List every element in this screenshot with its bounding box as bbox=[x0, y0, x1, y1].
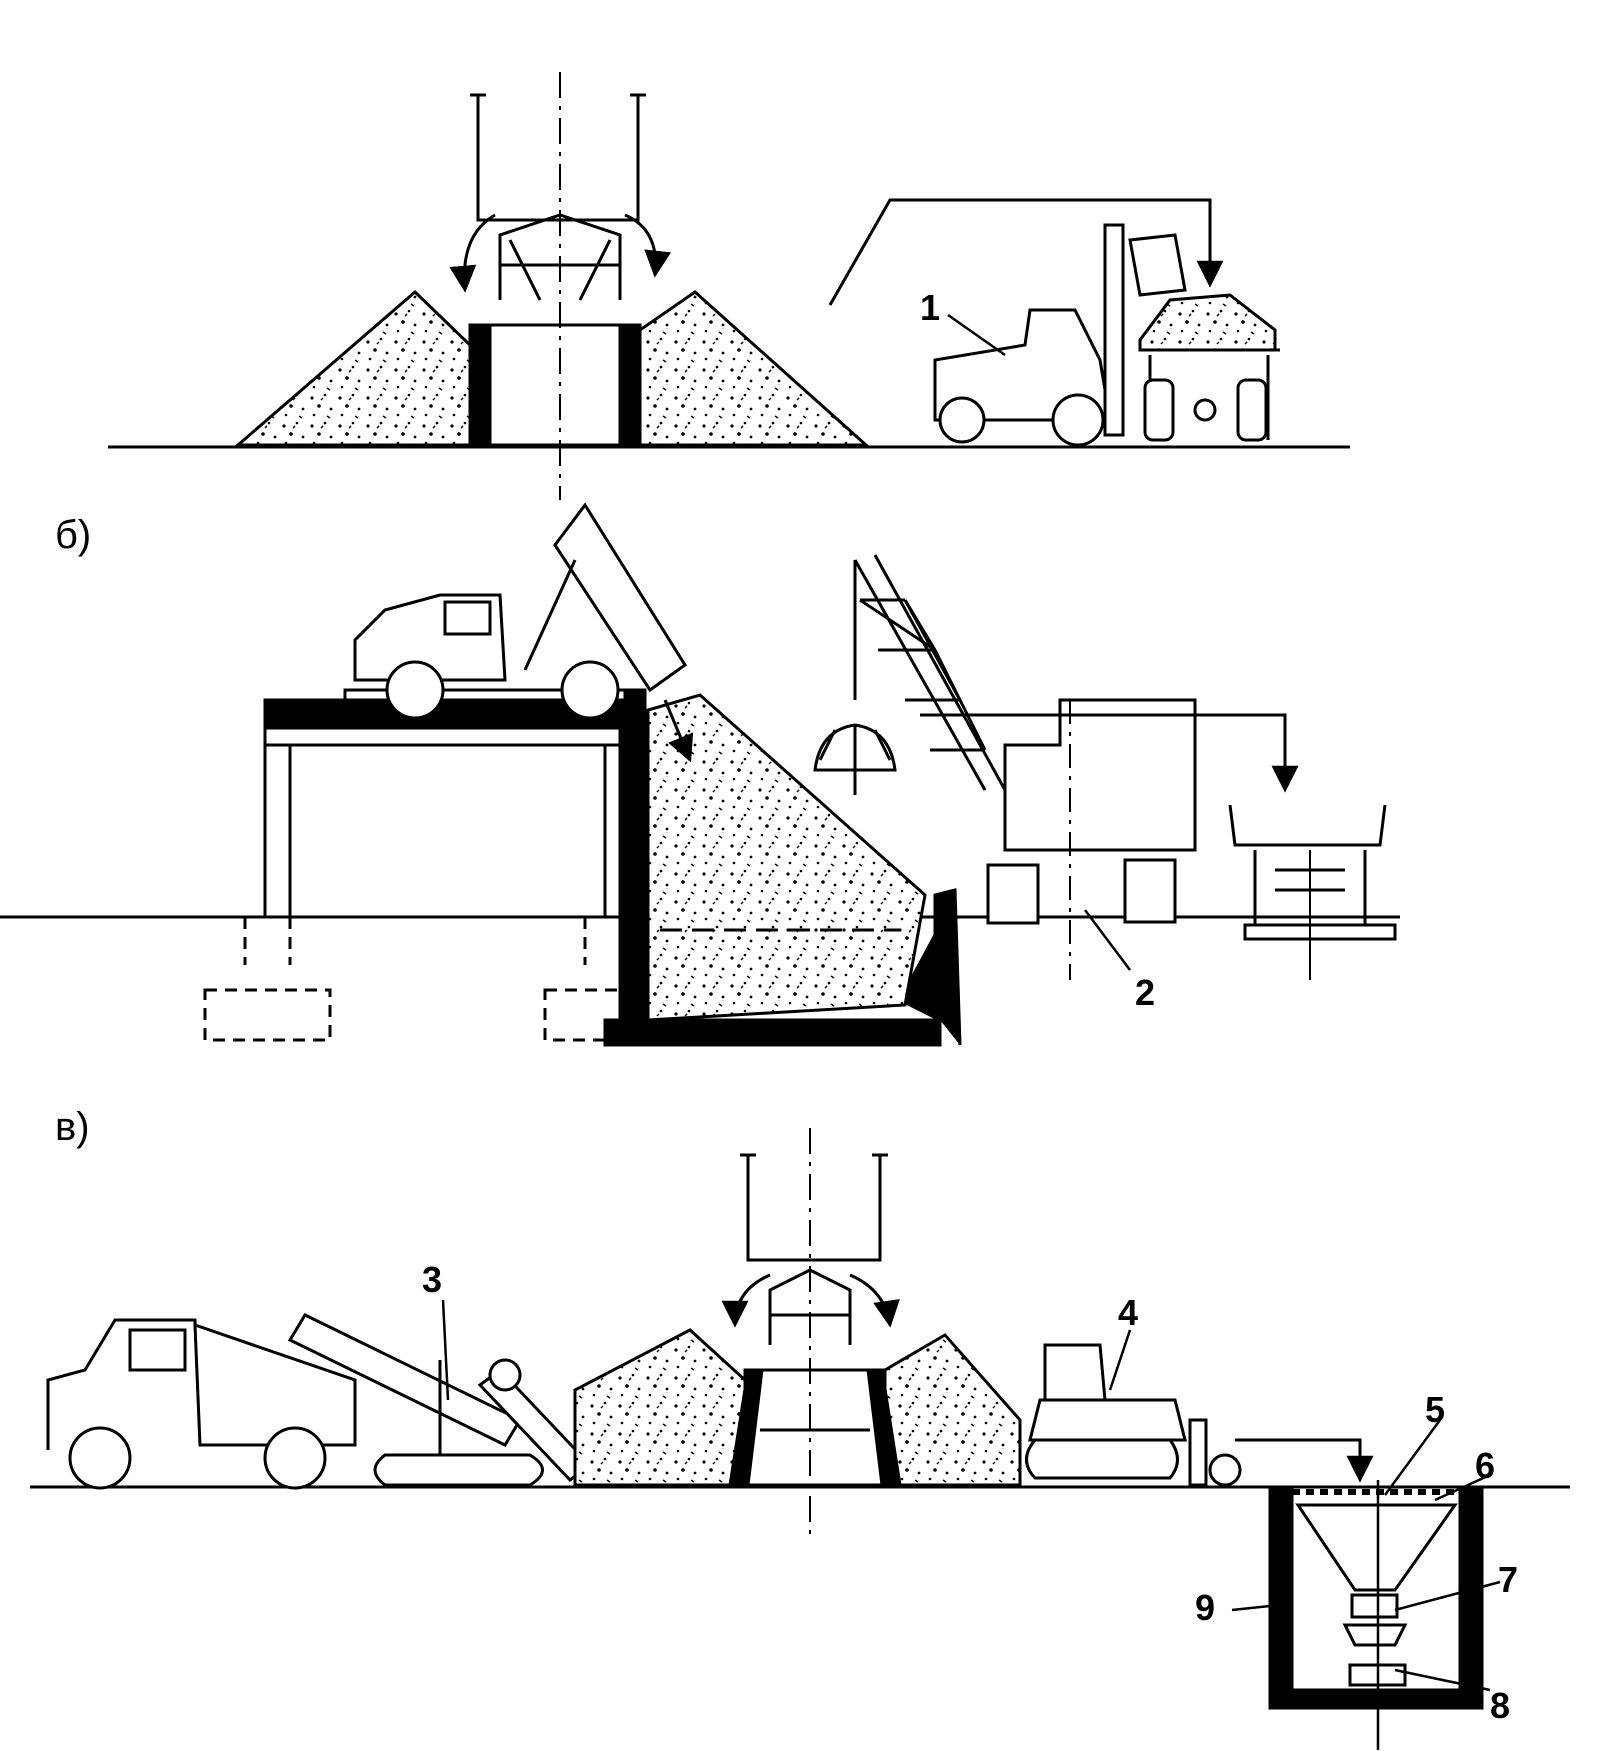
underground-hopper bbox=[1231, 1419, 1501, 1750]
crane-cables-c bbox=[746, 1155, 882, 1262]
feed-line-c bbox=[1235, 1438, 1374, 1483]
feed-line-b bbox=[920, 713, 1299, 793]
grab-crane bbox=[813, 554, 1299, 980]
bin-c-wall-right bbox=[866, 1368, 902, 1487]
pit-wall-right bbox=[1458, 1488, 1484, 1707]
receiving-hopper-b bbox=[1228, 804, 1397, 980]
bin-c-wall-left bbox=[728, 1368, 764, 1487]
aggregate-pile-c-left bbox=[573, 1328, 747, 1487]
swing-arrow-left-a bbox=[449, 213, 496, 293]
label-7: 7 bbox=[1498, 1559, 1518, 1600]
leader-4 bbox=[1108, 1329, 1132, 1391]
tip-arrow bbox=[663, 699, 694, 763]
truck-c-body bbox=[193, 1322, 357, 1447]
bulldozer bbox=[1025, 1329, 1242, 1487]
forklift-mast bbox=[1103, 223, 1125, 437]
dump-truck-ram bbox=[523, 559, 577, 671]
leader-6 bbox=[1434, 1473, 1491, 1502]
loader-track bbox=[373, 1453, 544, 1487]
section-b bbox=[0, 502, 1400, 1047]
hopper-b-legs bbox=[1253, 850, 1367, 925]
label-2: 2 bbox=[1135, 972, 1155, 1013]
swing-arrow-right-a bbox=[624, 213, 672, 278]
section-label-v: в) bbox=[55, 1105, 90, 1149]
crane-track-right bbox=[1123, 858, 1177, 924]
truck-c-wheel-front bbox=[68, 1426, 132, 1490]
hopper-load bbox=[1138, 293, 1277, 352]
feeder-gate bbox=[1350, 1593, 1399, 1619]
bin-floor bbox=[603, 1018, 942, 1047]
dump-truck-c bbox=[46, 1318, 357, 1490]
forklift-wheel-front bbox=[1051, 393, 1105, 447]
bulldozer-drive-wheel bbox=[1208, 1453, 1242, 1487]
grab-frame-c bbox=[768, 1268, 852, 1345]
pit-material bbox=[646, 693, 927, 1022]
grab-frame-a bbox=[498, 213, 622, 301]
dump-truck-wheel-front bbox=[385, 660, 445, 720]
label-9: 9 bbox=[1195, 1587, 1215, 1628]
aggregate-pile-c-right bbox=[883, 1333, 1022, 1487]
bulldozer-cab bbox=[1043, 1343, 1107, 1401]
leader-5 bbox=[1383, 1419, 1442, 1496]
belt-loader bbox=[287, 1299, 593, 1487]
dump-truck-window bbox=[443, 600, 492, 636]
label-8: 8 bbox=[1490, 1685, 1510, 1726]
bulldozer-track bbox=[1025, 1438, 1179, 1480]
crane-house bbox=[1003, 698, 1197, 852]
crane-track-left bbox=[986, 863, 1040, 925]
bin-c-outline bbox=[743, 1368, 887, 1487]
pit-floor bbox=[1268, 1688, 1484, 1710]
label-5: 5 bbox=[1425, 1389, 1445, 1430]
bulldozer-blade bbox=[1188, 1418, 1208, 1487]
leader-8 bbox=[1394, 1668, 1491, 1692]
forklift-bucket bbox=[1128, 233, 1187, 297]
aggregate-pile-left bbox=[233, 289, 472, 447]
truck-c-wheel-rear bbox=[263, 1426, 327, 1490]
leader-7 bbox=[1394, 1580, 1501, 1612]
trailer-wheel-left bbox=[1143, 378, 1175, 442]
crane-boom-lattice bbox=[859, 598, 987, 751]
leader-1 bbox=[947, 313, 1006, 357]
pit-wall-left bbox=[1268, 1488, 1294, 1707]
funnel bbox=[1295, 1503, 1458, 1592]
label-4: 4 bbox=[1118, 1292, 1138, 1333]
leader-9 bbox=[1231, 1604, 1271, 1612]
crane-boom bbox=[853, 554, 1007, 791]
screw-feeder bbox=[1342, 1623, 1408, 1647]
bin-wall-right bbox=[618, 323, 640, 447]
swing-arrow-right-c bbox=[849, 1273, 900, 1328]
swing-arrow-left-c bbox=[721, 1273, 771, 1328]
section-c bbox=[30, 1128, 1570, 1750]
hopper-b-rim bbox=[1228, 804, 1387, 847]
forklift-wheel-rear bbox=[938, 396, 986, 444]
section-label-b: б) bbox=[55, 513, 91, 557]
section-a bbox=[108, 72, 1350, 500]
crane-cables-a bbox=[476, 95, 640, 222]
aggregate-pile-right bbox=[638, 290, 870, 447]
trailer-axle bbox=[1193, 398, 1217, 422]
leader-2 bbox=[1084, 909, 1131, 971]
dump-truck-wheel-rear bbox=[560, 660, 620, 720]
dump-truck-b bbox=[343, 502, 694, 763]
retaining-wall bbox=[618, 688, 647, 1047]
feed-line-a bbox=[828, 198, 1224, 306]
loader-pulley bbox=[488, 1358, 522, 1392]
clamshell-jaws bbox=[818, 725, 892, 795]
dump-truck-raised-body bbox=[553, 502, 688, 693]
central-bin-outline bbox=[468, 323, 642, 447]
loader-belt-lower bbox=[477, 1367, 593, 1483]
trestle-foundation-left bbox=[203, 917, 332, 1042]
truck-c-window bbox=[128, 1328, 187, 1372]
label-3: 3 bbox=[422, 1259, 442, 1300]
leader-3 bbox=[441, 1299, 450, 1401]
bulldozer-body bbox=[1028, 1398, 1187, 1442]
label-1: 1 bbox=[920, 287, 940, 328]
trestle-legs bbox=[263, 745, 632, 917]
forklift bbox=[933, 223, 1187, 447]
label-6: 6 bbox=[1475, 1445, 1495, 1486]
hopper-b-base bbox=[1243, 923, 1397, 941]
trailer-wheel-right bbox=[1236, 378, 1268, 442]
bin-wall-left bbox=[470, 323, 492, 447]
